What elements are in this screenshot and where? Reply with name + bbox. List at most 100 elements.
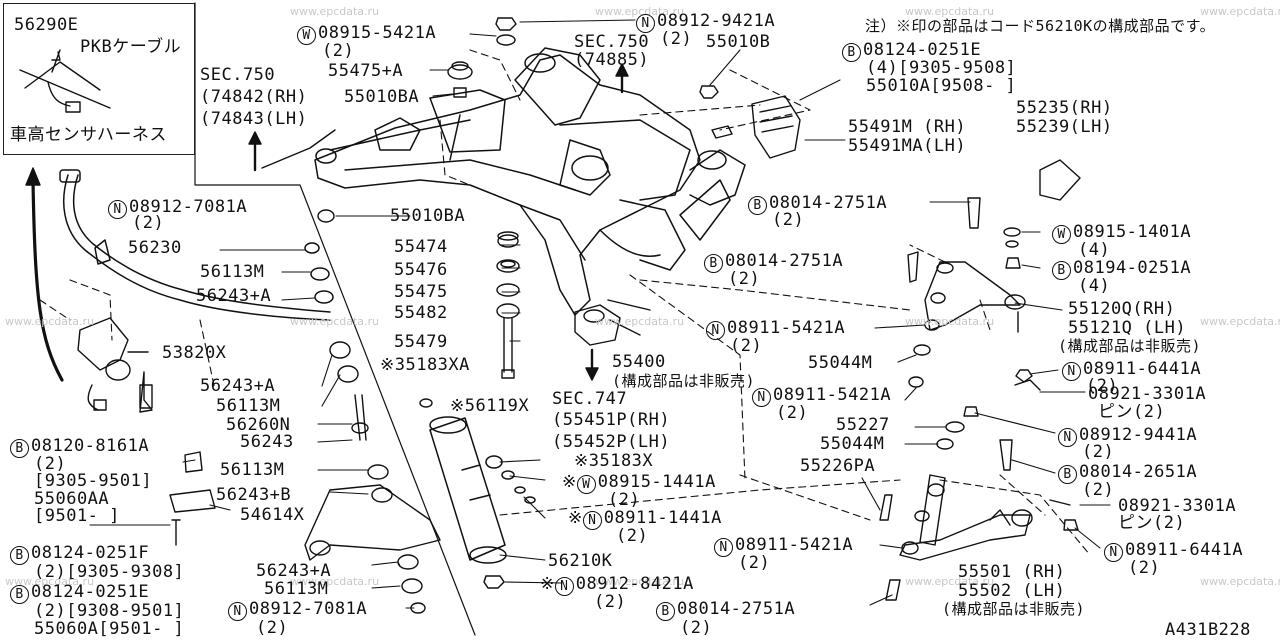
sec750-top-code[interactable]: (74885) (574, 50, 650, 70)
qty-date: (2)[9305-9308] (34, 562, 185, 582)
part-55475a[interactable]: 55475+A (328, 61, 404, 81)
part-55482[interactable]: 55482 (394, 303, 448, 323)
part-54614x[interactable]: 54614X (240, 505, 305, 525)
part-55502[interactable]: 55502 (LH) (958, 581, 1066, 601)
sec747-rh[interactable]: (55451P(RH) (552, 410, 671, 430)
part-08921-3301a[interactable]: 08921-3301A (1088, 384, 1207, 404)
part-55226pa[interactable]: 55226PA (800, 456, 876, 476)
part-56113m-4[interactable]: 56113M (264, 579, 329, 599)
suspension-crossmember (314, 47, 746, 316)
qty-label: (2) (680, 618, 713, 638)
sec750-left-lh[interactable]: (74843(LH) (200, 109, 308, 129)
part-56243a-3[interactable]: 56243+A (256, 561, 332, 581)
part-55491m[interactable]: 55491M (RH) (848, 117, 967, 137)
part-55044m-2[interactable]: 55044M (820, 434, 885, 454)
part-56260n[interactable]: 56260N (226, 415, 291, 435)
part-55010ba-top[interactable]: 55010BA (344, 87, 420, 107)
part-55010ba[interactable]: 55010BA (390, 206, 466, 226)
part-55235[interactable]: 55235(RH) (1016, 98, 1113, 118)
part-55479[interactable]: 55479 (394, 332, 448, 352)
part-55501[interactable]: 55501 (RH) (958, 562, 1066, 582)
part-56113m-3[interactable]: 56113M (220, 460, 285, 480)
qty-label: (2) (738, 553, 771, 573)
part-55474[interactable]: 55474 (394, 237, 448, 257)
part-55010b[interactable]: 55010B (706, 32, 771, 52)
drawing-id: A431B228 (1165, 620, 1251, 640)
qty-label: (2) (776, 403, 809, 423)
sec750-left[interactable]: SEC.750 (200, 65, 276, 85)
w-symbol-icon: W (576, 475, 596, 494)
part-08921-3301a-2[interactable]: 08921-3301A (1118, 496, 1237, 516)
part-55121q[interactable]: 55121Q (LH) (1068, 318, 1187, 338)
part-55491ma[interactable]: 55491MA(LH) (848, 136, 967, 156)
part-56113m-2[interactable]: 56113M (216, 396, 281, 416)
qty-label: (2) (1082, 442, 1115, 462)
part-56119x[interactable]: ※56119X (450, 396, 530, 416)
part-55239[interactable]: 55239(LH) (1016, 117, 1113, 137)
qty-label: (2) (660, 29, 693, 49)
inset-sensor-drawing (19, 49, 111, 113)
w-symbol-icon: W (297, 26, 316, 45)
part-55010a[interactable]: 55010A[9508- ] (866, 76, 1017, 96)
part-56210k[interactable]: 56210K (548, 551, 613, 571)
part-56243[interactable]: 56243 (240, 432, 294, 452)
part-53820x[interactable]: 53820X (162, 343, 227, 363)
part-55476[interactable]: 55476 (394, 260, 448, 280)
arrow-up-icon-2 (248, 131, 262, 172)
part-55120q[interactable]: 55120Q(RH) (1068, 299, 1176, 319)
sec750-top[interactable]: SEC.750 (574, 32, 650, 52)
watermark: www.epcdata.ru (905, 575, 995, 588)
shock-absorber (429, 416, 536, 589)
pin-label: ピン(2) (1118, 513, 1186, 533)
part-55060aa[interactable]: 55060AA (34, 489, 110, 509)
part-56243a-2[interactable]: 56243+A (200, 376, 276, 396)
sec747-lh[interactable]: (55452P(LH) (552, 432, 671, 452)
part-56230[interactable]: 56230 (128, 238, 182, 258)
part-56113m[interactable]: 56113M (200, 262, 265, 282)
part-55475[interactable]: 55475 (394, 282, 448, 302)
n-symbol-icon: N (752, 388, 771, 407)
sec750-left-rh[interactable]: (74842(RH) (200, 87, 308, 107)
part-55400[interactable]: 55400 (612, 352, 666, 372)
watermark: www.epcdata.ru (290, 315, 380, 328)
part-55060a[interactable]: 55060A[9501- ] (34, 619, 185, 639)
mount-55400 (574, 299, 651, 346)
n-symbol-icon: N (1058, 428, 1077, 447)
b-symbol-icon: B (10, 439, 29, 458)
part-55227[interactable]: 55227 (836, 415, 890, 435)
note-text: 注）※印の部品はコード56210Kの構成部品です。 (865, 17, 1216, 35)
date-range: [9501- ] (34, 506, 120, 526)
part-56243b[interactable]: 56243+B (216, 485, 292, 505)
part-35183xa[interactable]: ※35183XA (380, 355, 470, 375)
part-56243a[interactable]: 56243+A (196, 286, 272, 306)
sec747[interactable]: SEC.747 (552, 389, 628, 409)
part-35183x[interactable]: ※35183X (574, 451, 654, 471)
qty-label: (2) (34, 454, 67, 474)
part-55044m[interactable]: 55044M (808, 353, 873, 373)
leader-lines (335, 19, 846, 342)
arrow-up-icon (25, 167, 64, 382)
